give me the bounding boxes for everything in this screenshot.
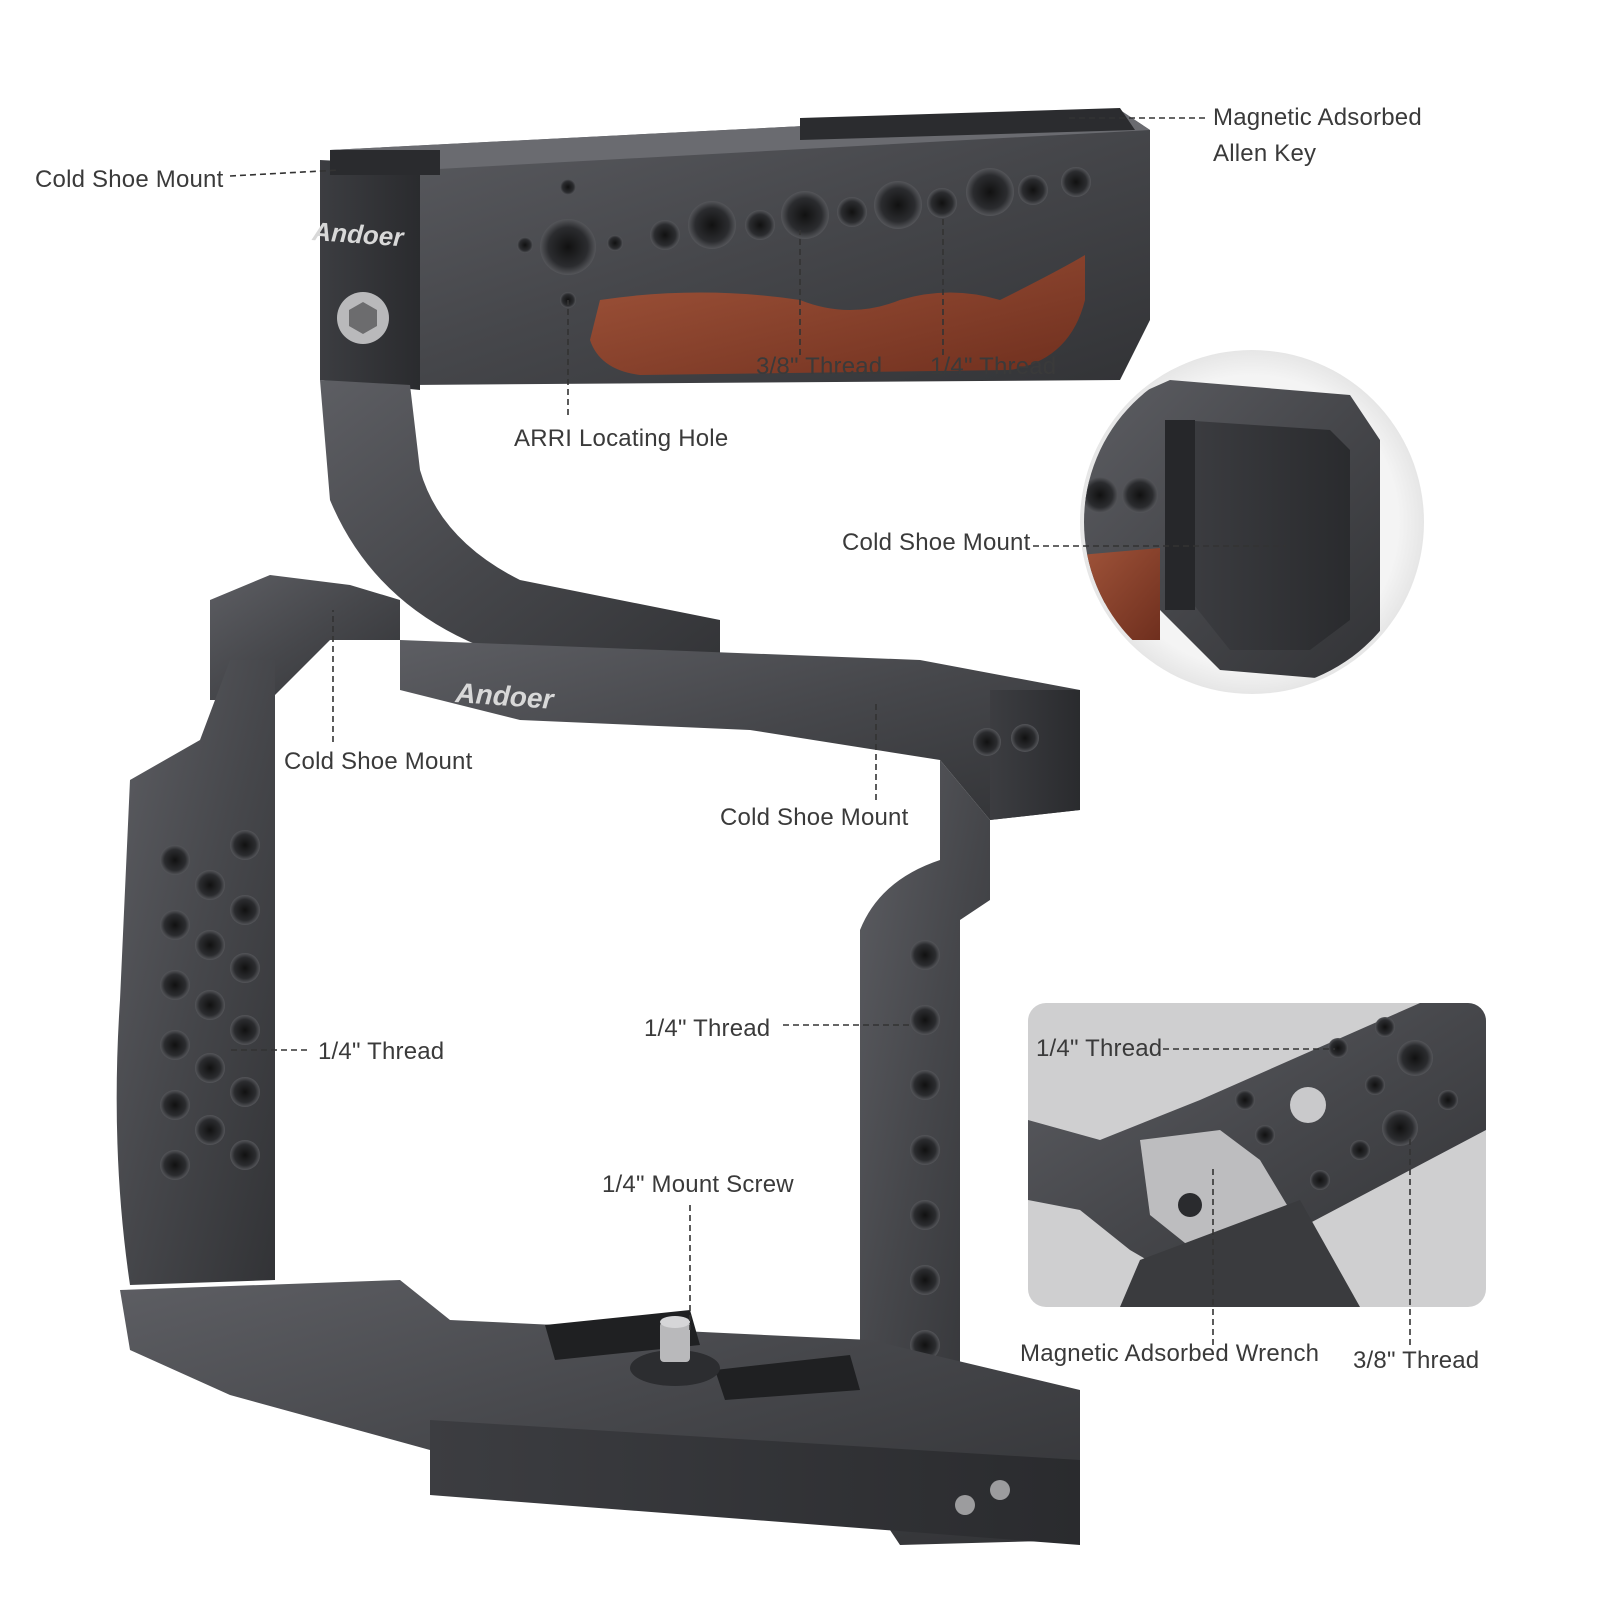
- callout-leader-lines: [229, 117, 1411, 1345]
- brand-logo-handle: Andoer: [311, 216, 407, 252]
- handle-thread-holes: [650, 167, 1091, 250]
- callout-allen-key-line1: Magnetic Adsorbed: [1213, 104, 1422, 131]
- callout-cold-shoe-detail: Cold Shoe Mount: [842, 529, 1031, 556]
- callout-cold-shoe-cage-right: Cold Shoe Mount: [720, 804, 909, 831]
- callout-thread-38-top: 3/8" Thread: [756, 353, 883, 380]
- callout-mount-screw: 1/4" Mount Screw: [602, 1171, 794, 1198]
- base-plate-detail-inset: [1028, 1003, 1486, 1307]
- callout-thread-14-left-side: 1/4" Thread: [318, 1038, 445, 1065]
- handle-arm: [320, 380, 720, 680]
- top-handle: Andoer: [311, 108, 1150, 390]
- left-side-thread-holes: [160, 830, 260, 1180]
- callout-cold-shoe-top-left: Cold Shoe Mount: [35, 166, 224, 193]
- callout-thread-38-inset: 3/8" Thread: [1353, 1347, 1480, 1374]
- brand-logo-cage: Andoer: [454, 677, 557, 715]
- cold-shoe-detail-inset: [1080, 350, 1424, 694]
- camera-cage: Andoer: [116, 575, 1080, 1545]
- callout-thread-14-inset: 1/4" Thread: [1036, 1035, 1163, 1062]
- arri-locating-pattern: [517, 179, 623, 308]
- callout-cold-shoe-cage-left: Cold Shoe Mount: [284, 748, 473, 775]
- callout-allen-key-line2: Allen Key: [1213, 140, 1317, 167]
- callout-thread-14-top: 1/4" Thread: [930, 353, 1057, 380]
- callout-arri-hole: ARRI Locating Hole: [514, 425, 729, 452]
- callout-thread-14-right-side: 1/4" Thread: [644, 1015, 771, 1042]
- callout-wrench: Magnetic Adsorbed Wrench: [1020, 1340, 1320, 1367]
